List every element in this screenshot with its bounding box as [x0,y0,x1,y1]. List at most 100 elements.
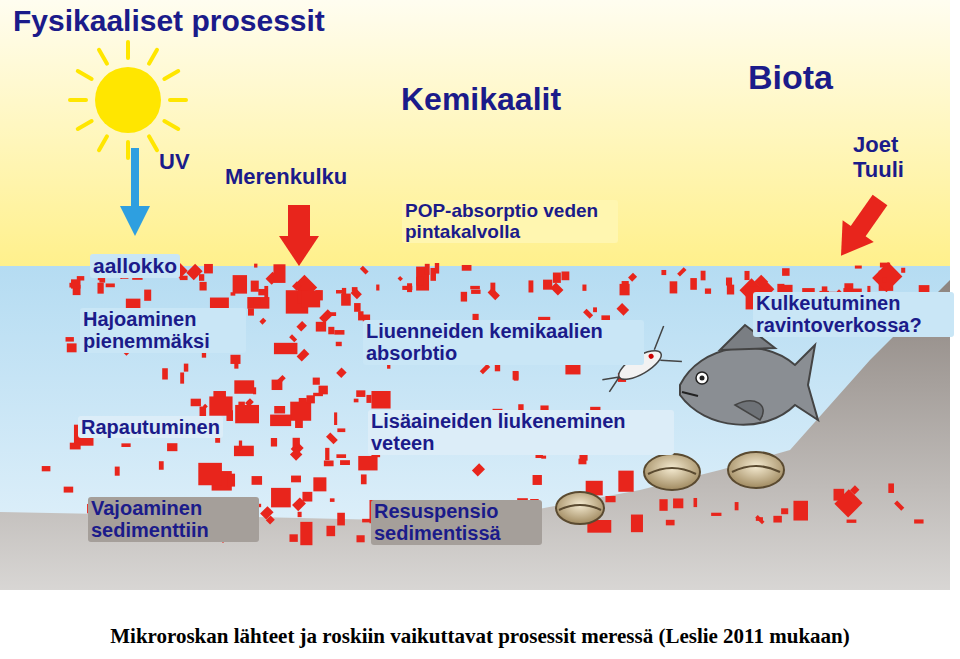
particle [677,267,686,276]
figure-caption: Mikroroskan lähteet ja roskiin vaikuttav… [0,624,960,649]
particle [325,448,329,460]
shipping-arrow [279,205,319,266]
particle [316,322,326,332]
particle [361,474,367,484]
particle [781,508,788,514]
particle [472,463,485,476]
particle [471,290,480,294]
particle [495,365,500,371]
particle [470,286,480,289]
source-label: UV [156,150,193,175]
particle [204,264,213,273]
particle [461,292,467,302]
sun-ray [99,50,107,64]
particle [290,448,302,460]
particle [306,395,314,403]
particle [259,318,266,325]
particle [666,520,675,526]
particle [248,308,254,315]
particle [186,264,202,280]
particle [319,309,333,323]
process-label: Hajoaminen pienemmäksi [80,308,246,353]
particle [252,476,263,485]
section-heading: Biota [745,58,836,96]
particle [209,396,232,415]
particle [462,265,472,271]
particle [162,368,168,379]
uv-arrow [120,148,150,236]
particle [901,268,905,273]
particle [616,303,629,316]
particle [593,307,597,312]
particle [435,263,439,274]
particle [230,355,240,364]
particle [670,281,678,293]
particle [533,475,542,485]
particle [618,471,633,492]
particle [300,522,312,545]
fish [680,325,818,425]
source-label: Merenkulku [222,165,350,190]
particle [711,513,721,516]
particle [872,262,902,292]
particle [366,395,371,403]
particle [754,275,768,289]
particle [290,402,311,421]
process-label: aallokko [90,254,180,278]
particle [336,454,346,458]
section-heading: Fysikaaliset prosessit [10,4,328,38]
sun-ray [126,42,130,58]
sky [0,0,950,270]
particle [336,342,342,346]
particle [144,290,151,301]
particle [847,520,857,523]
particle [337,513,345,526]
source-label: Joet Tuuli [850,133,936,182]
particle [543,280,552,290]
sun-ray [170,98,186,102]
particle [354,399,359,403]
particle [673,498,683,508]
particle [528,280,533,292]
sun-ray [126,142,130,158]
sun-ray [78,121,92,129]
particle [42,466,51,471]
particle [195,268,199,274]
sun-ray [164,121,178,129]
particle [253,387,256,394]
particle [334,330,344,335]
particle [620,284,630,295]
particle [735,502,739,510]
sun-ray [149,50,157,64]
particle [231,292,236,295]
particle [583,309,593,319]
particle [289,534,297,542]
particle [550,283,563,296]
clams [556,452,784,524]
particle [398,276,403,281]
particle [293,438,300,448]
particle [513,371,519,380]
particle [235,405,259,423]
particle [270,415,291,427]
particle [480,364,490,374]
particle [180,372,184,383]
particle [894,501,904,511]
particle [70,443,81,450]
particle [106,283,115,287]
particle [488,288,500,300]
particle [337,428,345,432]
particle [234,380,254,393]
process-label: POP-absorptio veden pintakalvolla [402,200,618,243]
particle [553,273,561,283]
particle [376,285,379,291]
particle [514,372,519,381]
particle [324,461,334,467]
river-wind-arrow [825,189,895,266]
particle [661,270,666,275]
particle [582,285,586,291]
particle [351,288,362,299]
particle [358,456,377,470]
particle [276,375,286,385]
particle [297,349,310,362]
